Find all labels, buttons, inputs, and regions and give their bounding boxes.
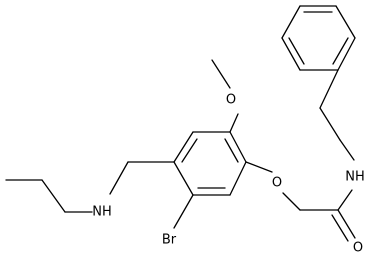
bond <box>339 139 355 161</box>
central-ring <box>173 131 247 196</box>
bond <box>229 131 247 163</box>
atom-label-nitrogen: NH <box>92 205 112 220</box>
bond <box>245 161 273 173</box>
bond <box>331 214 349 242</box>
bond <box>281 5 301 39</box>
bond <box>337 209 356 239</box>
bond <box>282 192 301 211</box>
bond <box>332 37 349 65</box>
bond <box>229 113 239 133</box>
atom-label-bromine: Br <box>162 233 177 248</box>
bond <box>181 138 198 163</box>
bond <box>319 107 341 141</box>
bond <box>337 37 356 71</box>
bond <box>319 69 339 109</box>
bond <box>288 37 305 65</box>
bond <box>211 59 231 89</box>
bond <box>281 37 301 71</box>
bond <box>337 189 353 211</box>
atom-label-oxygen: O <box>272 176 282 191</box>
bond <box>229 161 247 196</box>
bond <box>173 161 194 196</box>
bond <box>173 131 194 163</box>
bond <box>109 161 129 195</box>
bond <box>41 179 66 213</box>
atom-label-oxygen: O <box>226 93 236 108</box>
bond <box>173 194 194 229</box>
atom-label-oxygen: O <box>353 241 363 256</box>
atom-label-nitrogen: NH <box>345 170 365 185</box>
bond <box>224 138 239 163</box>
phenyl-ring <box>281 5 356 71</box>
bond <box>335 5 356 39</box>
